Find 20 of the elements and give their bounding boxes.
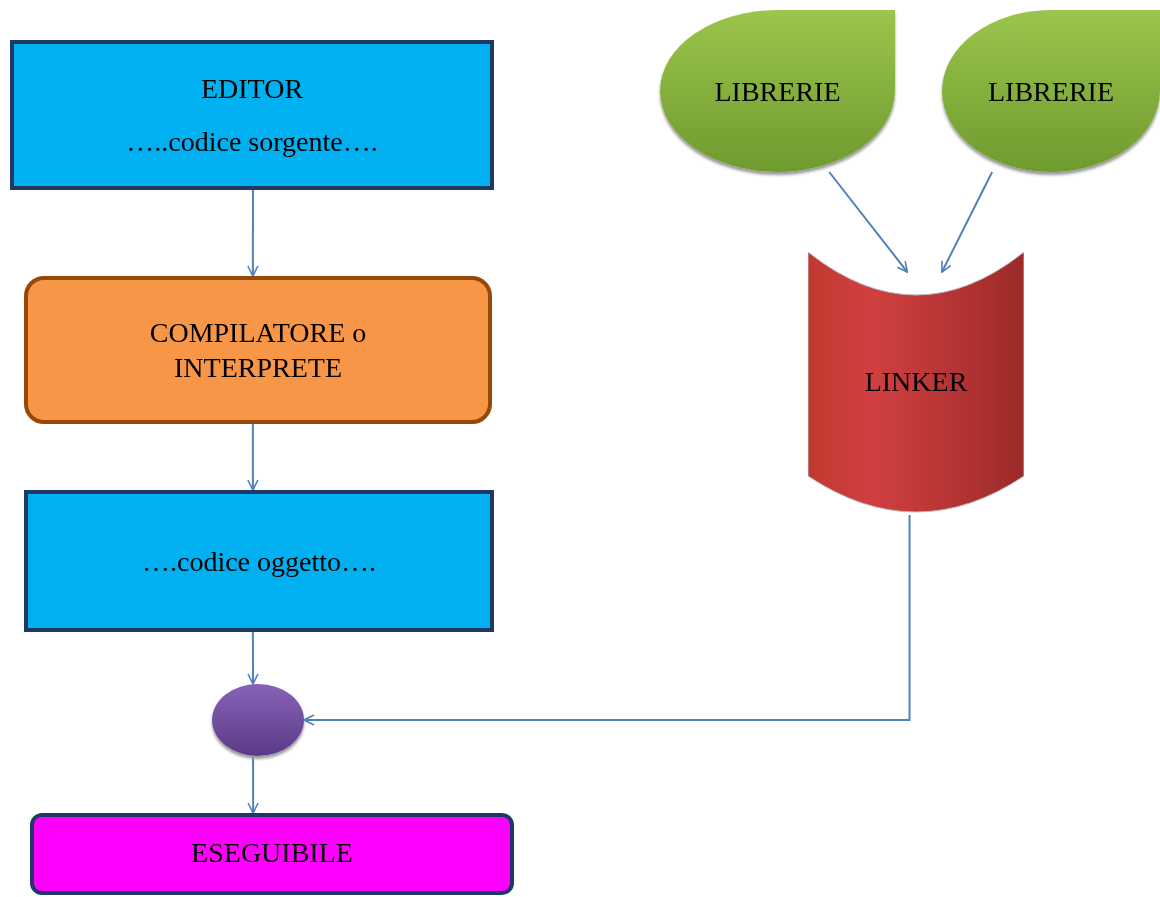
node-text: LIBRERIE <box>714 74 841 109</box>
arrow <box>247 189 259 277</box>
arrow <box>247 631 259 685</box>
arrow <box>247 423 259 491</box>
process-box <box>30 813 514 895</box>
arrow <box>247 755 259 814</box>
node-text: LINKER <box>864 365 968 399</box>
node-text: EDITOR <box>200 72 304 106</box>
node-text: LIBRERIE <box>988 74 1114 109</box>
node-text: ….codice oggetto…. <box>141 544 377 579</box>
node-text: …..codice sorgente…. <box>126 125 378 159</box>
node-text: COMPILATORE o INTERPRETE <box>148 316 368 385</box>
junction-circle <box>212 684 304 756</box>
process-box <box>24 276 492 424</box>
process-box <box>10 40 494 190</box>
arrow <box>828 171 909 274</box>
arrow <box>940 171 994 274</box>
process-box <box>24 490 494 632</box>
node-text: ESEGUIBILE <box>191 836 353 870</box>
arrow <box>303 514 911 726</box>
